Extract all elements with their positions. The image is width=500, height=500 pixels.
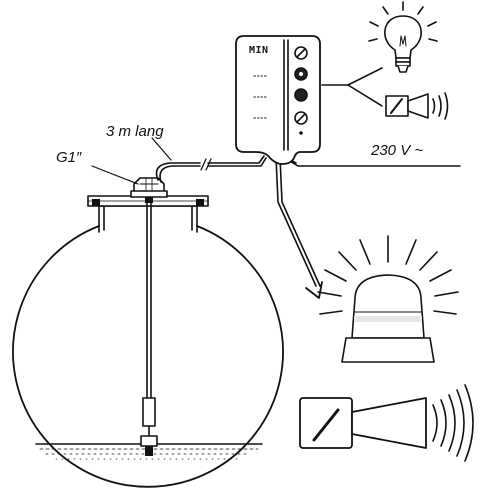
probe-foot (140, 435, 158, 447)
tank-neck (98, 205, 198, 233)
device-label: MIN (249, 45, 269, 56)
supply-line (287, 159, 461, 167)
output-branches (321, 67, 383, 107)
controller-unit (235, 35, 321, 165)
voltage-label: 230 V ~ (371, 142, 424, 159)
float (142, 397, 156, 427)
level-sensor (130, 177, 168, 456)
output-arrow-head (305, 281, 323, 299)
length-leader (151, 137, 172, 161)
alarm-output-line (275, 156, 317, 287)
sensor-cable (155, 155, 461, 299)
flashing-beacon-icon (317, 235, 459, 363)
small-horn-alarm-icon (385, 92, 449, 120)
cable-length-label: 3 m lang (106, 123, 164, 140)
light-bulb-icon (368, 1, 438, 73)
tank-shell (12, 225, 284, 488)
large-horn-alarm-icon (299, 384, 474, 462)
g1-leader (91, 165, 139, 185)
thread-size-label: G1″ (56, 149, 82, 166)
sensor-head (133, 177, 165, 193)
